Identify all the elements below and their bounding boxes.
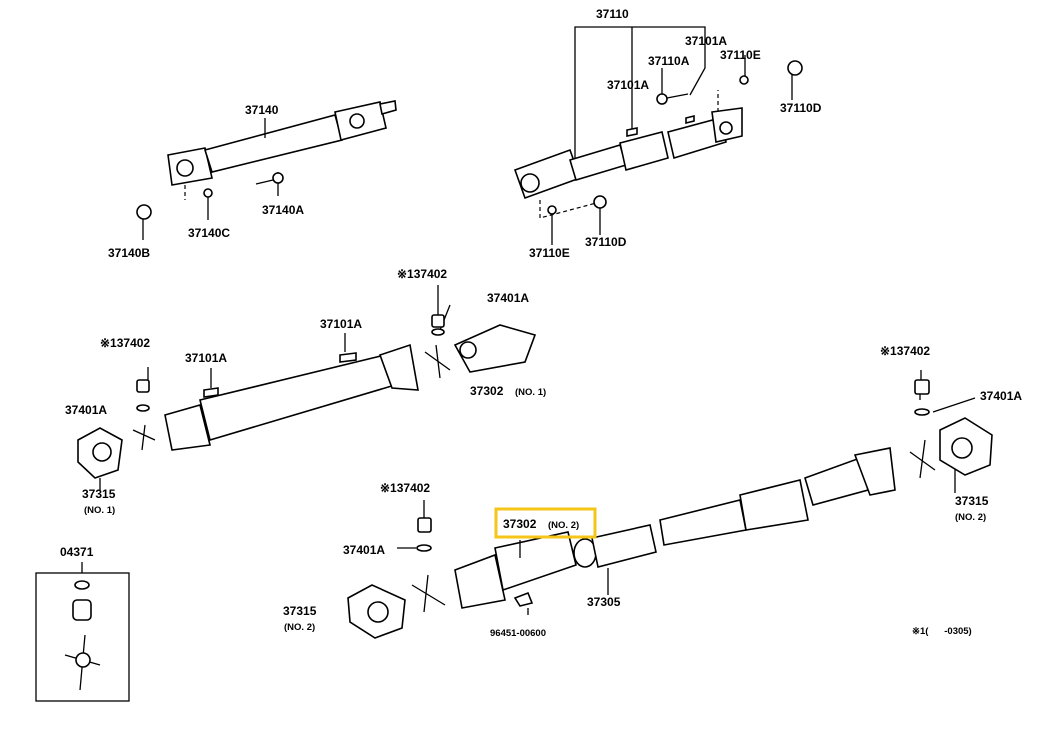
yoke-37302-no1[interactable]	[453, 324, 537, 373]
label-37315[interactable]: 37315	[283, 604, 317, 618]
label-96451-00600[interactable]: 96451-00600	[490, 628, 546, 639]
label-37401a[interactable]: 37401A	[343, 543, 385, 557]
label-37302-no: (NO. 1)	[515, 387, 546, 398]
washer-37110e-bottom	[547, 205, 557, 215]
spider-middle	[132, 344, 451, 451]
label-37140c[interactable]: 37140C	[188, 226, 230, 240]
washer-37140c	[203, 188, 213, 198]
snap-ring-37401a-top	[431, 328, 445, 336]
leader-lines	[920, 370, 976, 413]
propeller-shaft-lower[interactable]	[659, 393, 956, 546]
label-37402[interactable]: ※137402	[380, 481, 430, 495]
propeller-shaft-middle[interactable]	[147, 285, 451, 451]
label-37315-no: (NO. 2)	[284, 622, 315, 633]
flange-37315-no2-left[interactable]	[347, 584, 406, 639]
label-37305[interactable]: 37305	[587, 595, 621, 609]
snap-ring-37401a-right	[914, 408, 930, 416]
sleeve-yoke-37302-no2[interactable]	[454, 531, 577, 615]
flange-37315-no1[interactable]	[77, 427, 123, 490]
bearing-37402-lower	[417, 517, 432, 533]
label-37302-highlighted[interactable]: 37302	[503, 517, 537, 531]
label-37315[interactable]: 37315	[82, 487, 116, 501]
bolt-37140a	[255, 172, 284, 185]
spider-lower	[411, 574, 446, 613]
spider-right	[909, 439, 936, 479]
snap-ring-37401a-left	[136, 404, 150, 412]
highlight-box	[494, 507, 597, 539]
washer-37110e	[739, 75, 749, 85]
label-37402[interactable]: ※137402	[100, 336, 150, 350]
label-37401a[interactable]: 37401A	[65, 403, 107, 417]
bearing-37402-left	[136, 379, 150, 393]
nut-37140b	[136, 204, 152, 220]
label-37110a[interactable]: 37110A	[648, 54, 690, 68]
label-37110e[interactable]: 37110E	[529, 246, 570, 260]
label-04371[interactable]: 04371	[60, 545, 94, 559]
label-37315-no: (NO. 1)	[84, 505, 115, 516]
nut-37110d	[787, 60, 803, 76]
label-37401a[interactable]: 37401A	[487, 291, 529, 305]
bearing-37402-top	[431, 314, 445, 328]
flange-37315-no2-right[interactable]	[939, 417, 993, 476]
label-37402[interactable]: ※137402	[397, 267, 447, 281]
label-37315[interactable]: 37315	[955, 494, 989, 508]
grease-fitting-96451	[513, 591, 534, 607]
label-37110e[interactable]: 37110E	[720, 48, 761, 62]
label-37101a[interactable]: 37101A	[185, 351, 227, 365]
label-37140b[interactable]: 37140B	[108, 246, 150, 260]
repair-kit-04371[interactable]	[35, 562, 130, 702]
label-37402[interactable]: ※137402	[880, 344, 930, 358]
label-37101a[interactable]: 37101A	[320, 317, 362, 331]
label-37302-no: (NO. 2)	[548, 520, 579, 531]
label-37110[interactable]: 37110	[596, 7, 629, 21]
bearing-37402-right	[914, 379, 930, 395]
label-37110d[interactable]: 37110D	[585, 235, 627, 249]
dust-boot-37305[interactable]	[573, 524, 657, 595]
label-37101a[interactable]: 37101A	[607, 78, 649, 92]
label-37140a[interactable]: 37140A	[262, 203, 304, 217]
bolt-37110a	[656, 68, 689, 105]
label-37101a[interactable]: 37101A	[685, 34, 727, 48]
label-37110d[interactable]: 37110D	[780, 101, 822, 115]
label-37401a[interactable]: 37401A	[980, 389, 1022, 403]
label-37302[interactable]: 37302	[470, 384, 504, 398]
propeller-shaft-37140[interactable]	[142, 100, 397, 240]
propeller-shaft-37110[interactable]	[513, 26, 793, 245]
leader-lines-lower	[397, 500, 425, 549]
footnote: ※1( -0305)	[912, 626, 972, 637]
nut-37110d-bottom	[593, 195, 607, 209]
label-37140[interactable]: 37140	[245, 103, 279, 117]
snap-ring-37401a-lower	[416, 544, 432, 552]
label-37315-no: (NO. 2)	[955, 512, 986, 523]
